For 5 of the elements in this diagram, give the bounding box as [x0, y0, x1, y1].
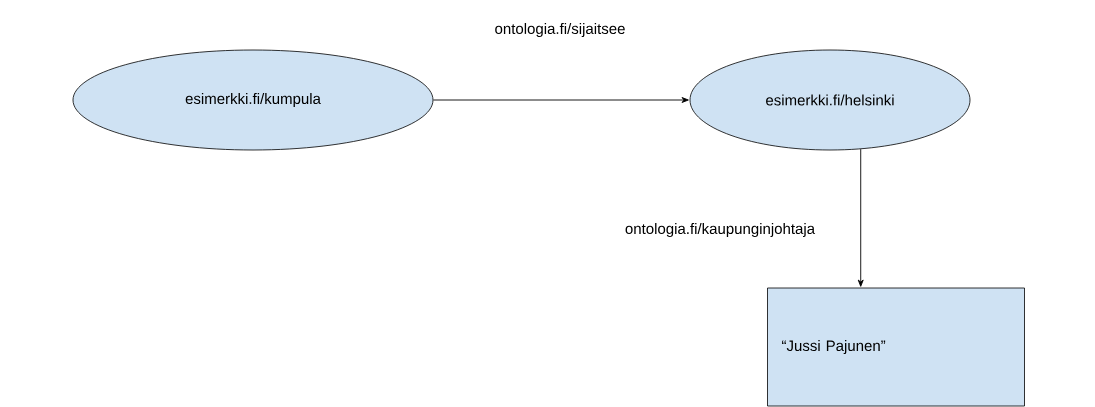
edge-label: ontologia.fi/kaupunginjohtaja: [622, 221, 818, 239]
literal-box: “Jussi Pajunen”: [767, 287, 1025, 407]
arrow: [432, 97, 689, 103]
arrow: [857, 148, 864, 287]
edge-label: ontologia.fi/sijaitsee: [492, 21, 628, 39]
